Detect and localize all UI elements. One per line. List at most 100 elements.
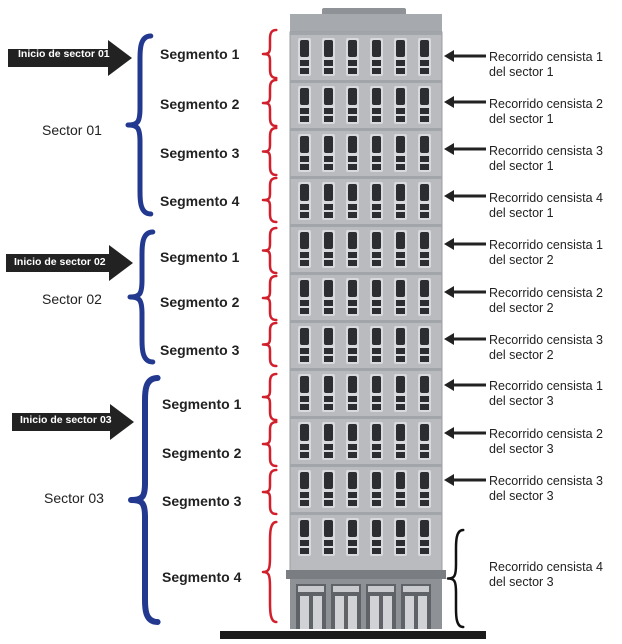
window-upper [420,472,429,489]
window-lower [324,500,333,506]
window-middle [300,444,309,450]
window-lower [324,308,333,314]
segment-brace-4 [261,176,278,224]
window-middle [396,396,405,402]
window-lower [300,68,309,74]
floor-band [290,320,442,323]
window-lower [396,116,405,122]
window-upper [300,328,309,345]
window-lower [420,404,429,410]
window-middle [420,60,429,66]
window-middle [372,348,381,354]
window-upper [372,184,381,201]
segment-brace-9 [261,420,278,468]
route-arrow-icon [444,190,454,202]
window-middle [300,348,309,354]
window-upper [420,328,429,345]
window-lower [420,68,429,74]
window-upper [348,40,357,57]
window-middle [324,444,333,450]
storefront-door-right [418,596,427,629]
window-lower [300,212,309,218]
window-upper [324,136,333,153]
window-upper [372,472,381,489]
window-upper [348,520,357,537]
window-upper [348,88,357,105]
window-middle [348,540,357,546]
window-upper [396,88,405,105]
sector-2-segment-1-label: Segmento 1 [160,249,240,265]
sector-1-segment-2-label: Segmento 2 [160,96,240,112]
window-middle [420,204,429,210]
window-lower [348,164,357,170]
window-middle [324,60,333,66]
storefront-sign [368,586,394,592]
window-middle [372,492,381,498]
window-upper [348,472,357,489]
storefront-sign [333,586,359,592]
window-lower [372,548,381,554]
sector-2-start-arrow-icon [6,245,133,281]
sector-2-segment-3-label: Segmento 3 [160,342,240,358]
window-middle [396,492,405,498]
window-lower [300,548,309,554]
window-middle [324,396,333,402]
window-upper [396,184,405,201]
window-upper [372,328,381,345]
window-middle [300,492,309,498]
sector-3-segment-4-label: Segmento 4 [162,569,242,585]
sector-1-start-arrow-icon [8,40,132,76]
window-upper [396,424,405,441]
sector-3-start-label: Inicio de sector 03 [20,414,112,426]
window-lower [420,260,429,266]
segment-brace-10 [261,468,278,516]
window-lower [420,212,429,218]
window-upper [420,40,429,57]
floor-band [290,32,442,35]
window-middle [348,60,357,66]
window-upper [348,136,357,153]
window-middle [324,204,333,210]
route-arrow-icon [444,50,454,62]
window-lower [396,212,405,218]
window-lower [300,164,309,170]
window-middle [348,204,357,210]
storefront-door-left [370,596,379,629]
window-lower [420,548,429,554]
window-lower [396,452,405,458]
window-upper [396,520,405,537]
window-lower [372,356,381,362]
window-upper [348,184,357,201]
window-lower [372,212,381,218]
window-middle [324,252,333,258]
sector-3-segment-3-label: Segmento 3 [162,493,242,509]
window-middle [348,252,357,258]
floor-band [290,416,442,419]
window-upper [372,424,381,441]
window-lower [348,68,357,74]
window-upper [348,328,357,345]
window-middle [348,396,357,402]
segment-brace-5 [261,226,278,275]
window-upper [300,40,309,57]
floor-band [290,464,442,467]
window-upper [348,376,357,393]
window-middle [420,396,429,402]
window-upper [324,40,333,57]
window-upper [300,136,309,153]
window-middle [396,348,405,354]
window-lower [324,116,333,122]
window-lower [396,500,405,506]
floor-band [290,272,442,275]
window-upper [420,88,429,105]
window-upper [324,280,333,297]
window-lower [372,500,381,506]
window-middle [300,204,309,210]
window-upper [396,280,405,297]
sector-1-segment-3-label: Segmento 3 [160,145,240,161]
sector-2-brace [127,229,156,365]
